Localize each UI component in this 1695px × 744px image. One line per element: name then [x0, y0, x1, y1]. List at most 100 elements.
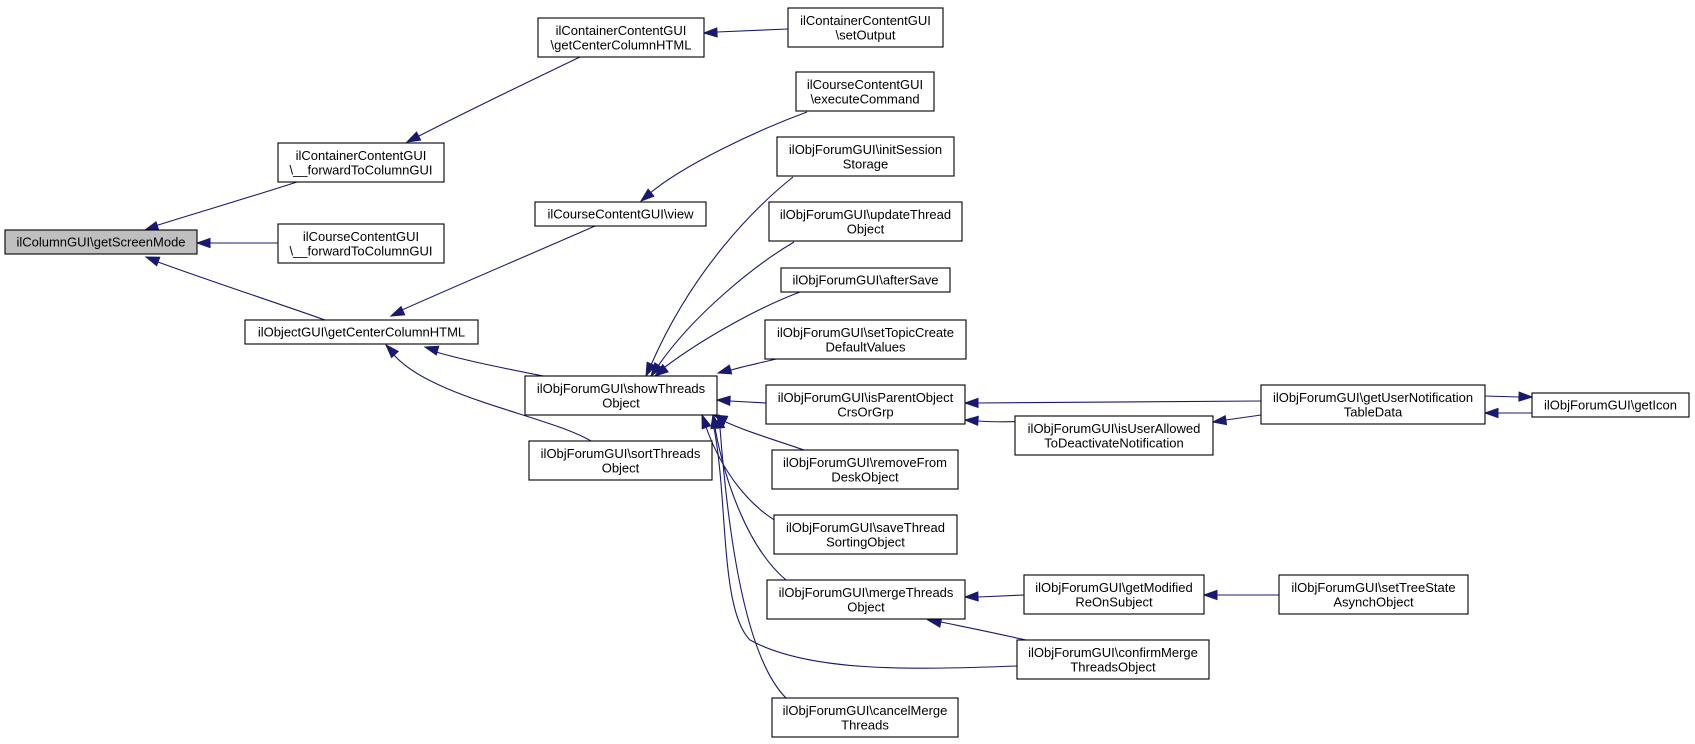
- node-label: AsynchObject: [1333, 594, 1414, 609]
- node-box: [524, 375, 718, 416]
- node-label: ilObjForumGUI\getModified: [1035, 580, 1193, 595]
- node-label: DeskObject: [831, 469, 899, 484]
- edge-show_thr-to-og_center: [423, 345, 544, 377]
- node-label: ReOnSubject: [1075, 594, 1153, 609]
- edge-sort_thr-to-og_center: [384, 343, 592, 442]
- node-set-topic[interactable]: ilObjForumGUI\setTopicCreateDefaultValue…: [764, 319, 967, 360]
- node-label: Object: [847, 599, 885, 614]
- edge-init_sess-to-show_thr: [645, 176, 794, 378]
- edge-line: [730, 358, 777, 371]
- edge-line: [416, 56, 581, 138]
- node-og-center[interactable]: ilObjectGUI\getCenterColumnHTML: [244, 319, 479, 345]
- node-label: ilContainerContentGUI: [556, 23, 687, 38]
- node-box: [528, 440, 713, 481]
- arrow-head: [384, 343, 400, 359]
- node-label: ilObjForumGUI\setTopicCreate: [777, 325, 954, 340]
- node-box: [537, 17, 705, 58]
- edges-layer: [143, 27, 1534, 699]
- node-label: ilObjForumGUI\showThreads: [537, 381, 706, 396]
- node-co-view[interactable]: ilCourseContentGUI\view: [534, 201, 707, 227]
- node-label: ilObjForumGUI\getIcon: [1544, 398, 1677, 413]
- node-cc-setout[interactable]: ilContainerContentGUI\setOutput: [787, 7, 944, 48]
- node-user-allowed[interactable]: ilObjForumGUI\isUserAllowedToDeactivateN…: [1014, 415, 1214, 456]
- node-co-exec[interactable]: ilCourseContentGUI\executeCommand: [795, 71, 935, 112]
- arrow-head: [143, 220, 160, 231]
- node-box: [787, 7, 944, 48]
- edge-line: [1225, 414, 1262, 421]
- node-label: ilCourseContentGUI: [807, 77, 923, 92]
- arrow-head: [926, 617, 943, 628]
- node-box: [277, 142, 445, 183]
- edge-user_notif-to-get_icon: [1484, 391, 1534, 402]
- node-label: ilContainerContentGUI: [800, 13, 931, 28]
- arrow-head: [963, 591, 979, 602]
- node-label: ilObjForumGUI\isUserAllowed: [1028, 421, 1201, 436]
- node-label: ilObjForumGUI\initSession: [789, 142, 942, 157]
- node-label: ilObjForumGUI\setTreeState: [1291, 580, 1455, 595]
- node-label: ilObjForumGUI\isParentObject: [778, 390, 954, 405]
- edge-line: [157, 261, 326, 321]
- edge-line: [714, 427, 787, 581]
- node-label: ilContainerContentGUI: [296, 148, 427, 163]
- edge-after_save-to-show_thr: [653, 291, 801, 377]
- node-label: Object: [602, 395, 640, 410]
- node-box: [771, 697, 959, 738]
- edge-set_topic-to-show_thr: [716, 358, 777, 375]
- node-label: ilObjForumGUI\getUserNotification: [1273, 390, 1473, 405]
- arrow-head: [702, 27, 718, 38]
- arrow-head: [405, 131, 422, 143]
- node-label: ilObjForumGUI\cancelMerge: [783, 703, 948, 718]
- node-cc-fwd[interactable]: ilContainerContentGUI\__forwardToColumnG…: [277, 142, 445, 183]
- node-after-save[interactable]: ilObjForumGUI\afterSave: [780, 267, 951, 293]
- node-label: \setOutput: [836, 27, 896, 42]
- node-label: ToDeactivateNotification: [1044, 435, 1183, 450]
- node-box: [244, 319, 479, 345]
- node-box: [534, 201, 707, 227]
- edge-line: [1484, 395, 1520, 398]
- edge-line: [713, 427, 1018, 669]
- node-label: SortingObject: [826, 534, 905, 549]
- edge-user_notif-to-is_parent: [963, 397, 1262, 409]
- edge-upd_thr-to-show_thr: [650, 241, 795, 378]
- node-cc-center[interactable]: ilContainerContentGUI\getCenterColumnHTM…: [537, 17, 705, 58]
- arrow-head: [639, 188, 655, 202]
- edge-cc_setout-to-cc_center: [702, 27, 789, 38]
- node-box: [776, 136, 955, 177]
- node-box: [1016, 639, 1210, 680]
- node-box: [1260, 384, 1486, 425]
- edge-tree_state-to-get_modified: [1202, 589, 1279, 601]
- edge-line: [657, 241, 795, 367]
- edge-og_center-to-root: [144, 256, 326, 321]
- arrow-head: [144, 256, 161, 267]
- edge-co_view-to-og_center: [389, 225, 596, 317]
- node-box: [771, 449, 959, 490]
- edge-line: [977, 400, 1262, 404]
- node-label: Threads: [841, 717, 889, 732]
- node-get-icon[interactable]: ilObjForumGUI\getIcon: [1531, 392, 1690, 418]
- node-user-notif[interactable]: ilObjForumGUI\getUserNotificationTableDa…: [1260, 384, 1486, 425]
- arrow-head: [963, 397, 979, 409]
- node-box: [766, 579, 966, 620]
- arrow-head: [650, 361, 664, 378]
- node-co-fwd[interactable]: ilCourseContentGUI\__forwardToColumnGUI: [277, 223, 445, 264]
- arrow-head: [653, 363, 669, 377]
- arrow-head: [716, 364, 733, 375]
- node-label: ilColumnGUI\getScreenMode: [16, 235, 185, 250]
- arrow-head: [715, 395, 731, 406]
- node-root[interactable]: ilColumnGUI\getScreenMode: [4, 229, 198, 255]
- edge-line: [154, 181, 298, 227]
- node-label: ilObjectGUI\getCenterColumnHTML: [258, 325, 465, 340]
